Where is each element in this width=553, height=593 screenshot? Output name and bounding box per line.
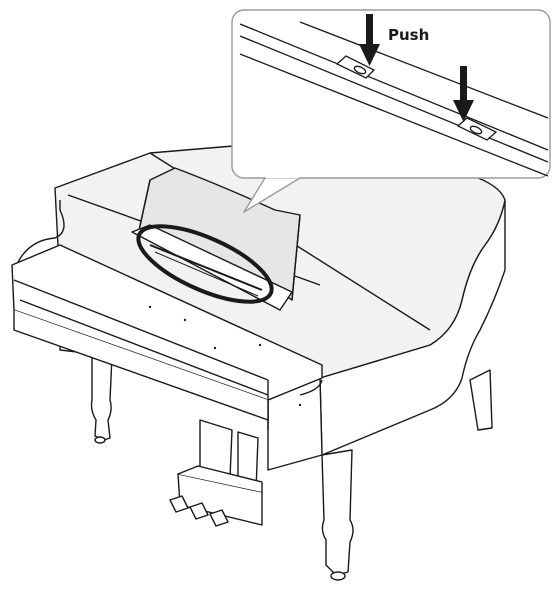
push-label: Push [388, 26, 429, 44]
zoom-callout: Push [231, 9, 551, 213]
callout-detail-lines [239, 21, 549, 177]
latch-left [335, 55, 376, 79]
pedals [169, 495, 229, 527]
down-arrow-icon [359, 14, 380, 66]
down-arrow-icon [453, 66, 474, 122]
piano-leg-center [199, 419, 259, 491]
piano-leg-back [469, 369, 493, 431]
pedal-lyre [169, 465, 263, 527]
piano-leg-right [321, 449, 354, 581]
panel-dots [148, 305, 302, 407]
piano-leg-left [90, 349, 113, 444]
grand-piano [11, 144, 506, 581]
latch-highlight [136, 224, 274, 304]
key-cover [11, 200, 323, 430]
